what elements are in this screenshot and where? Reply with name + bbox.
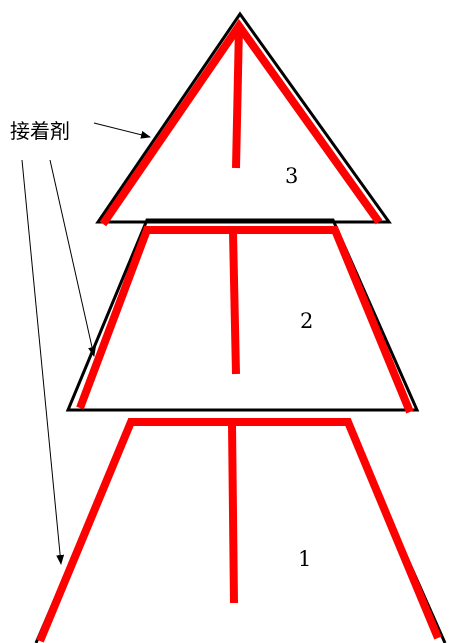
piece-3-outline xyxy=(95,11,392,224)
adhesive-callout: 接着剤 xyxy=(10,119,151,565)
arrow-to-piece-1 xyxy=(21,159,65,565)
piece-1-glue-edges xyxy=(36,418,442,643)
piece-1-center-line xyxy=(228,423,238,604)
piece-2-number: 2 xyxy=(300,309,313,333)
piece-1-number: 1 xyxy=(298,547,311,571)
adhesive-label: 接着剤 xyxy=(10,119,70,143)
piece-1-outline xyxy=(34,418,447,643)
piece-2-outline xyxy=(65,218,420,412)
arrow-to-piece-3 xyxy=(93,122,151,139)
piece-3: 3 xyxy=(95,11,392,227)
piece-2-center-line xyxy=(229,231,240,375)
piece-2-glue-edges xyxy=(76,226,414,414)
piece-2: 2 xyxy=(65,218,420,414)
arrow-to-piece-2 xyxy=(49,159,96,357)
piece-3-number: 3 xyxy=(285,164,298,188)
piece-1: 1 xyxy=(34,418,447,643)
piece-3-center-line xyxy=(232,25,243,169)
